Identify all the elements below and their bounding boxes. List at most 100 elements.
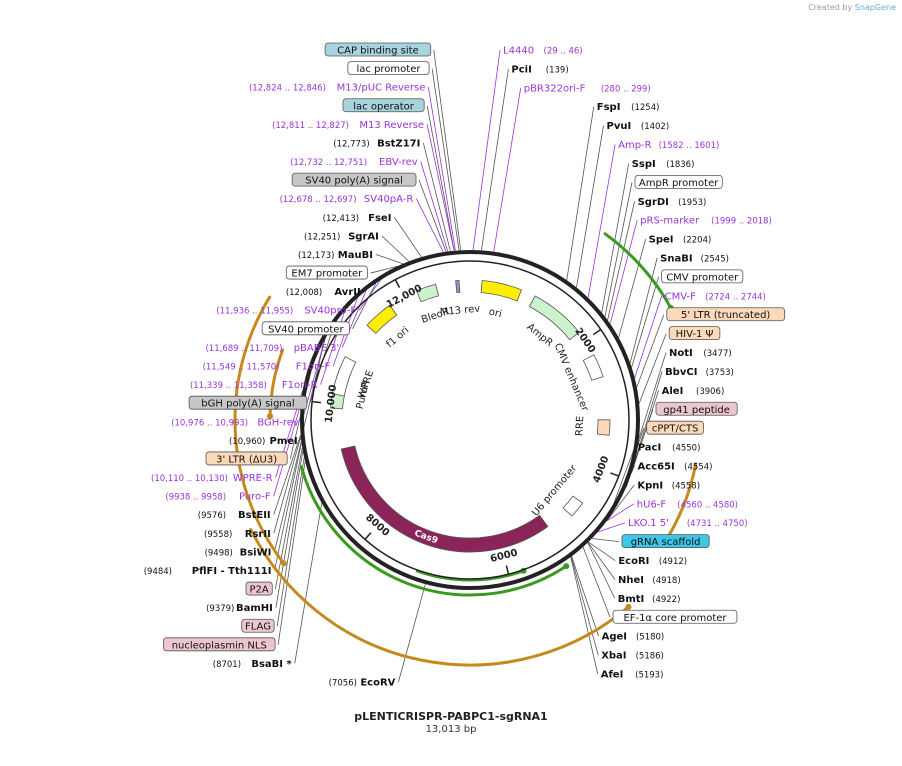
label-kpni[interactable]: KpnI(4558) xyxy=(637,480,700,491)
leader-sv40-poly-a-signal xyxy=(418,179,447,252)
label-sgrdi[interactable]: SgrDI(1953) xyxy=(638,197,707,208)
label-hiv-1[interactable]: HIV-1 Ψ xyxy=(668,326,721,341)
label-prs-marker[interactable]: pRS-marker(1999 .. 2018) xyxy=(640,216,772,227)
label-text-cmv-f: CMV-F xyxy=(665,291,696,302)
feature-ampr[interactable] xyxy=(528,295,580,341)
label-xbai[interactable]: XbaI(5186) xyxy=(601,651,664,662)
feature-bleor[interactable] xyxy=(415,283,440,303)
label-grna-scaffold[interactable]: gRNA scaffold xyxy=(621,534,710,549)
label-bamhi[interactable]: BamHI(9379) xyxy=(206,603,273,614)
feature-label-m13-rev: M13 rev xyxy=(439,304,480,319)
label-text-agei: AgeI xyxy=(602,632,627,643)
label-text-pbr322ori-f: pBR322ori-F xyxy=(524,83,586,94)
label-maubi[interactable]: MauBI(12,173) xyxy=(298,250,373,261)
label-agei[interactable]: AgeI(5180) xyxy=(602,632,665,643)
annotation-arc-0 xyxy=(603,232,673,310)
label-em7-promoter[interactable]: EM7 promoter xyxy=(285,265,368,280)
label-cmv-f[interactable]: CMV-F(2724 .. 2744) xyxy=(665,291,766,302)
label-box-grna-scaffold xyxy=(621,534,710,549)
label-noti[interactable]: NotI(3477) xyxy=(669,348,732,359)
label-pbr322ori-f[interactable]: pBR322ori-F(280 .. 299) xyxy=(524,83,651,94)
label-acc65i[interactable]: Acc65I(4554) xyxy=(638,462,713,473)
label-text-3-ltr-u3: 3' LTR (ΔU3) xyxy=(216,454,277,465)
label-sspi[interactable]: SspI(1836) xyxy=(632,159,695,170)
label-bsabi[interactable]: BsaBI *(8701) xyxy=(213,659,293,670)
label-cppt-cts[interactable]: cPPT/CTS xyxy=(646,420,704,435)
label-sv40pro-f[interactable]: SV40pro-F(11,936 .. 11,955) xyxy=(216,306,356,317)
label-pcii[interactable]: PciI(139) xyxy=(511,64,568,75)
feature-f1-ori[interactable] xyxy=(366,304,398,334)
label-gp41-peptide[interactable]: gp41 peptide xyxy=(655,401,738,416)
label-cmv-promoter[interactable]: CMV promoter xyxy=(661,269,744,284)
label-box-flag xyxy=(241,618,275,633)
label-ecorv[interactable]: EcoRV(7056) xyxy=(329,678,396,689)
leader-l4440 xyxy=(472,49,501,251)
label-m13-puc-reverse[interactable]: M13/pUC Reverse(12,824 .. 12,846) xyxy=(249,83,425,94)
label-bsteii[interactable]: BstEII(9576) xyxy=(198,510,271,521)
feature-ori[interactable] xyxy=(480,280,523,302)
label-fspi[interactable]: FspI(1254) xyxy=(597,102,660,113)
label-flag[interactable]: FLAG xyxy=(241,618,275,633)
label-avrii[interactable]: AvrII(12,008) xyxy=(286,287,361,298)
label-spei[interactable]: SpeI(2204) xyxy=(649,235,712,246)
feature-cas9[interactable] xyxy=(340,445,549,553)
label-sv40-poly-a-signal[interactable]: SV40 poly(A) signal xyxy=(291,172,417,187)
leader-lko-1-5 xyxy=(597,522,626,533)
label-ecori[interactable]: EcoRI(4912) xyxy=(618,556,687,567)
label-coord-pmei: (10,960) xyxy=(229,437,265,447)
label-pvui[interactable]: PvuI(1402) xyxy=(606,121,669,132)
label-wpre-r[interactable]: WPRE-R(10,110 .. 10,130) xyxy=(151,473,273,484)
label-m13-reverse[interactable]: M13 Reverse(12,811 .. 12,827) xyxy=(272,120,424,131)
label-paci[interactable]: PacI(4550) xyxy=(638,443,701,454)
label-pflfi-tth111i[interactable]: PflFI - Tth111I(9484) xyxy=(144,566,272,577)
label-f1ori-r[interactable]: F1ori-R(11,339 .. 11,358) xyxy=(190,380,318,391)
label-rsrii[interactable]: RsrII(9558) xyxy=(204,529,271,540)
label-bbvci[interactable]: BbvCI(3753) xyxy=(665,367,734,378)
label-ebv-rev[interactable]: EBV-rev(12,732 .. 12,751) xyxy=(290,157,418,168)
label-snabi[interactable]: SnaBI(2545) xyxy=(660,254,729,265)
label-puro-f[interactable]: Puro-F(9938 .. 9958) xyxy=(165,492,271,503)
feature-rre[interactable] xyxy=(596,419,611,436)
label-sv40pa-r[interactable]: SV40pA-R(12,678 .. 12,697) xyxy=(280,194,414,205)
label-bsiwi[interactable]: BsiWI(9498) xyxy=(205,547,272,558)
label-bstz17i[interactable]: BstZ17I(12,773) xyxy=(333,138,420,149)
feature-wpre[interactable] xyxy=(332,356,357,397)
label-hu6-f[interactable]: hU6-F(4560 .. 4580) xyxy=(637,499,738,510)
leader-kpni xyxy=(607,484,635,521)
label-bmti[interactable]: BmtI(4922) xyxy=(618,594,681,605)
label-pmei[interactable]: PmeI(10,960) xyxy=(229,436,298,447)
label-leaders xyxy=(273,49,667,683)
label-amp-r[interactable]: Amp-R(1582 .. 1601) xyxy=(618,140,719,151)
label-5-ltr-truncated[interactable]: 5' LTR (truncated) xyxy=(666,307,785,322)
feature-u6-promoter[interactable] xyxy=(562,495,584,517)
feature-m13-rev[interactable] xyxy=(455,280,461,294)
label-text-gp41-peptide: gp41 peptide xyxy=(663,405,730,416)
label-fsei[interactable]: FseI(12,413) xyxy=(323,213,392,224)
label-cap-binding-site[interactable]: CAP binding site xyxy=(324,42,432,57)
label-text-paci: PacI xyxy=(638,443,661,454)
label-pbabe-3[interactable]: pBABE 3'(11,689 .. 11,709) xyxy=(205,343,339,354)
label-sgrai[interactable]: SgrAI(12,251) xyxy=(304,231,379,242)
label-ampr-promoter[interactable]: AmpR promoter xyxy=(634,174,723,189)
label-nhei[interactable]: NheI(4918) xyxy=(618,575,681,586)
label-f1ori-f[interactable]: F1ori-F(11,549 .. 11,570) xyxy=(203,362,331,373)
feature-cmv-enhancer[interactable] xyxy=(582,354,604,381)
label-coord-bmti: (4922) xyxy=(652,595,680,605)
label-sv40-promoter[interactable]: SV40 promoter xyxy=(261,321,350,336)
label-coord-pvui: (1402) xyxy=(641,122,669,132)
label-lac-operator[interactable]: lac operator xyxy=(342,98,425,113)
label-bgh-rev[interactable]: BGH-rev(10,976 .. 10,993) xyxy=(171,417,299,428)
label-3-ltr-u3[interactable]: 3' LTR (ΔU3) xyxy=(205,451,288,466)
label-lac-promoter[interactable]: lac promoter xyxy=(347,61,430,76)
label-coord-spei: (2204) xyxy=(683,236,711,246)
label-ef-1-core-promoter[interactable]: EF-1α core promoter xyxy=(612,609,738,624)
label-coord-bsiwi: (9498) xyxy=(205,548,233,558)
label-l4440[interactable]: L4440(29 .. 46) xyxy=(503,46,583,57)
label-nucleoplasmin-nls[interactable]: nucleoplasmin NLS xyxy=(163,637,276,652)
label-bgh-poly-a-signal[interactable]: bGH poly(A) signal xyxy=(188,395,308,410)
label-coord-alei: (3906) xyxy=(696,387,724,397)
label-p2a[interactable]: P2A xyxy=(245,581,273,596)
label-afei[interactable]: AfeI(5193) xyxy=(601,670,664,681)
label-alei[interactable]: AleI(3906) xyxy=(662,386,725,397)
label-lko-1-5[interactable]: LKO.1 5'(4731 .. 4750) xyxy=(628,518,748,529)
